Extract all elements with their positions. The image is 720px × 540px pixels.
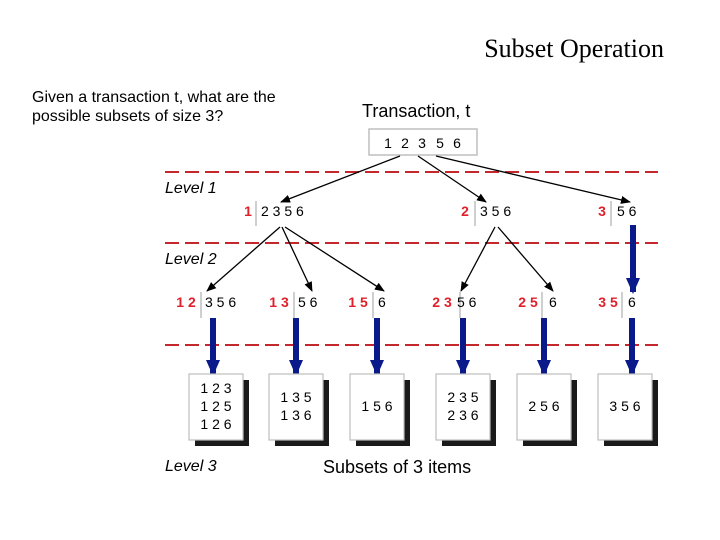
transaction-item: 3 bbox=[418, 135, 426, 151]
level2-node: 1 2 3 5 6 bbox=[176, 292, 236, 318]
transaction-label: Transaction, t bbox=[362, 101, 470, 121]
node-rest: 3 5 6 bbox=[205, 294, 236, 310]
subset-box-frame bbox=[188, 373, 244, 441]
subset-box: 1 2 3 1 2 5 1 2 6 bbox=[188, 373, 249, 446]
subset-item: 1 5 6 bbox=[361, 398, 392, 414]
node-prefix: 2 3 bbox=[432, 294, 452, 310]
tree-arrow bbox=[460, 226, 496, 292]
node-rest: 6 bbox=[378, 294, 386, 310]
node-prefix: 1 bbox=[244, 203, 252, 219]
level1-node: 1 2 3 5 6 bbox=[244, 201, 304, 226]
slide-title: Subset Operation bbox=[484, 34, 664, 63]
level2-node: 2 5 6 bbox=[518, 292, 557, 318]
node-prefix: 3 bbox=[598, 203, 606, 219]
subset-box-frame bbox=[349, 373, 405, 441]
level1-node: 2 3 5 6 bbox=[461, 201, 511, 226]
level2-node: 3 5 6 bbox=[598, 292, 636, 318]
subset-box-frame bbox=[268, 373, 324, 441]
tree-arrow bbox=[284, 226, 385, 292]
subset-item: 1 2 5 bbox=[200, 398, 231, 414]
node-rest: 2 3 5 6 bbox=[261, 203, 304, 219]
subset-item: 2 3 6 bbox=[447, 407, 478, 423]
level1-node: 3 5 6 bbox=[598, 201, 637, 226]
tree-arrow bbox=[280, 155, 401, 203]
subset-box-frame bbox=[435, 373, 491, 441]
transaction-item: 2 bbox=[401, 135, 409, 151]
subset-item: 1 2 3 bbox=[200, 380, 231, 396]
node-rest: 5 6 bbox=[457, 294, 477, 310]
tree-arrow bbox=[417, 155, 487, 203]
node-prefix: 3 5 bbox=[598, 294, 618, 310]
tree-arrow bbox=[281, 226, 313, 292]
subset-item: 2 5 6 bbox=[528, 398, 559, 414]
subset-item: 1 3 6 bbox=[280, 407, 311, 423]
node-rest: 5 6 bbox=[298, 294, 318, 310]
tree-arrow bbox=[435, 155, 631, 204]
tree-arrow bbox=[206, 226, 281, 292]
subset-box: 1 3 5 1 3 6 bbox=[268, 373, 329, 446]
transaction-box bbox=[368, 128, 478, 156]
node-rest: 6 bbox=[549, 294, 557, 310]
subset-item: 3 5 6 bbox=[609, 398, 640, 414]
level-3-label: Level 3 bbox=[165, 458, 217, 475]
transaction-item: 5 bbox=[436, 135, 444, 151]
question-text: Given a transaction t, what are the poss… bbox=[32, 89, 276, 125]
node-prefix: 2 5 bbox=[518, 294, 538, 310]
node-prefix: 1 2 bbox=[176, 294, 196, 310]
subsets-label: Subsets of 3 items bbox=[323, 457, 471, 477]
node-prefix: 1 5 bbox=[348, 294, 368, 310]
subset-box: 2 3 5 2 3 6 bbox=[435, 373, 496, 446]
node-rest: 6 bbox=[628, 294, 636, 310]
tree-arrow bbox=[497, 226, 554, 292]
transaction-item: 1 bbox=[384, 135, 392, 151]
level2-node: 2 3 5 6 bbox=[432, 292, 477, 318]
level-1-label: Level 1 bbox=[165, 180, 217, 197]
level2-node: 1 3 5 6 bbox=[269, 292, 318, 318]
subset-item: 1 3 5 bbox=[280, 389, 311, 405]
level2-node: 1 5 6 bbox=[348, 292, 386, 318]
node-prefix: 2 bbox=[461, 203, 469, 219]
subset-item: 1 2 6 bbox=[200, 416, 231, 432]
transaction-item: 6 bbox=[453, 135, 461, 151]
subset-box-frame bbox=[597, 373, 653, 441]
level-2-label: Level 2 bbox=[165, 251, 217, 268]
node-rest: 5 6 bbox=[617, 203, 637, 219]
subset-item: 2 3 5 bbox=[447, 389, 478, 405]
subset-box: 2 5 6 bbox=[516, 373, 577, 446]
subset-box: 3 5 6 bbox=[597, 373, 658, 446]
node-prefix: 1 3 bbox=[269, 294, 289, 310]
subset-box: 1 5 6 bbox=[349, 373, 410, 446]
subset-box-frame bbox=[516, 373, 572, 441]
node-rest: 3 5 6 bbox=[480, 203, 511, 219]
